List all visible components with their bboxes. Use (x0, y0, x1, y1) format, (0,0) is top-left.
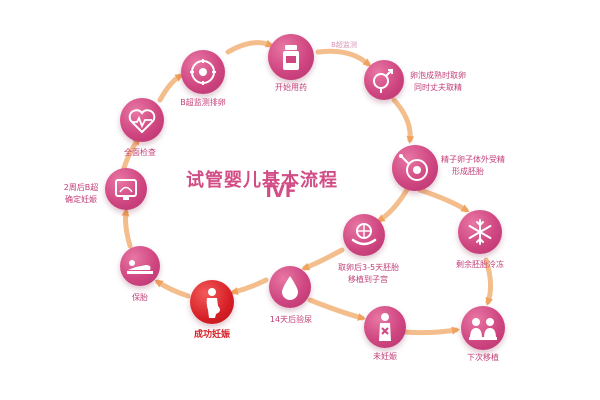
medication-node (268, 34, 314, 80)
retrieval-label-2: 同时丈夫取精 (414, 83, 462, 92)
monitor-icon (190, 59, 216, 85)
heart-pulse-icon (128, 109, 156, 134)
not-pregnant-icon (379, 313, 391, 341)
protect-label: 保胎 (132, 293, 148, 302)
arrow-checkup-to-ultrasound (157, 73, 184, 103)
transfer-label-1: 取卵后3-5天胚胎 (338, 263, 400, 272)
not-pregnant-node (364, 306, 406, 348)
confirm-label-1: 2周后B超 (63, 183, 99, 192)
ultrasound-node (181, 50, 225, 94)
arrow-confirm-to-checkup (121, 136, 141, 171)
top-partial-label: B超监测 (331, 41, 357, 49)
next-cycle-node (461, 306, 505, 350)
drop-icon (282, 276, 298, 300)
pregnant-woman-icon (206, 288, 220, 318)
arrow-protect-to-confirm (121, 208, 133, 249)
arrow-retrieval-to-fertilization (391, 97, 415, 144)
retrieval-node (364, 60, 404, 100)
medication-label: 开始用药 (275, 83, 307, 92)
arrow-ultrasound-to-medication (225, 39, 274, 55)
arrow-fertilization-to-transfer (376, 185, 411, 223)
test-label: 14天后验尿 (269, 315, 313, 324)
snowflake-icon (468, 219, 492, 245)
arrow-test-to-success (230, 277, 269, 295)
checkup-node (120, 98, 164, 142)
diagram-title: 试管婴儿基本流程 (186, 170, 338, 191)
protect-node (120, 246, 160, 286)
ultrasound-screen-icon (115, 179, 137, 200)
confirm-node (105, 168, 147, 210)
fertilization-label-2: 形成胚胎 (452, 167, 484, 176)
checkup-label: 全面检查 (124, 148, 156, 157)
success-node (190, 280, 234, 324)
diagram-subtitle: IVF (265, 182, 297, 202)
doctor-consult-icon (469, 318, 497, 340)
next-cycle-label: 下次移植 (467, 353, 499, 362)
fertilization-node (392, 145, 438, 191)
ultrasound-label: B超监测排卵 (180, 98, 226, 107)
sperm-egg-icon (399, 154, 428, 181)
arrow-medication-to-retrieval (315, 48, 371, 67)
resting-woman-icon (127, 260, 153, 274)
hands-embryo-icon (351, 223, 377, 246)
retrieval-label-1: 卵泡成熟时取卵 (410, 71, 466, 80)
fertilization-label-1: 精子卵子体外受精 (441, 155, 505, 164)
arrow-success-to-protect (154, 279, 191, 299)
freeze-node (458, 210, 502, 254)
arrow-freeze-to-next (483, 257, 494, 306)
arrow-transfer-to-test (301, 247, 345, 271)
test-node (269, 266, 311, 308)
gender-symbols-icon (373, 69, 393, 93)
success-label: 成功妊娠 (193, 330, 230, 340)
confirm-label-2: 确定妊娠 (65, 195, 97, 204)
not-pregnant-label: 未妊娠 (373, 352, 397, 361)
transfer-node (343, 214, 385, 256)
arrow-test-to-not-pregnant (307, 297, 366, 321)
freeze-label: 剩余胚胎冷冻 (456, 260, 504, 269)
arrow-not-pregnant-to-next (401, 326, 460, 336)
arrow-fertilization-to-freeze (417, 187, 470, 213)
medicine-bottle-icon (283, 45, 299, 70)
transfer-label-2: 移植到子宫 (348, 275, 388, 284)
